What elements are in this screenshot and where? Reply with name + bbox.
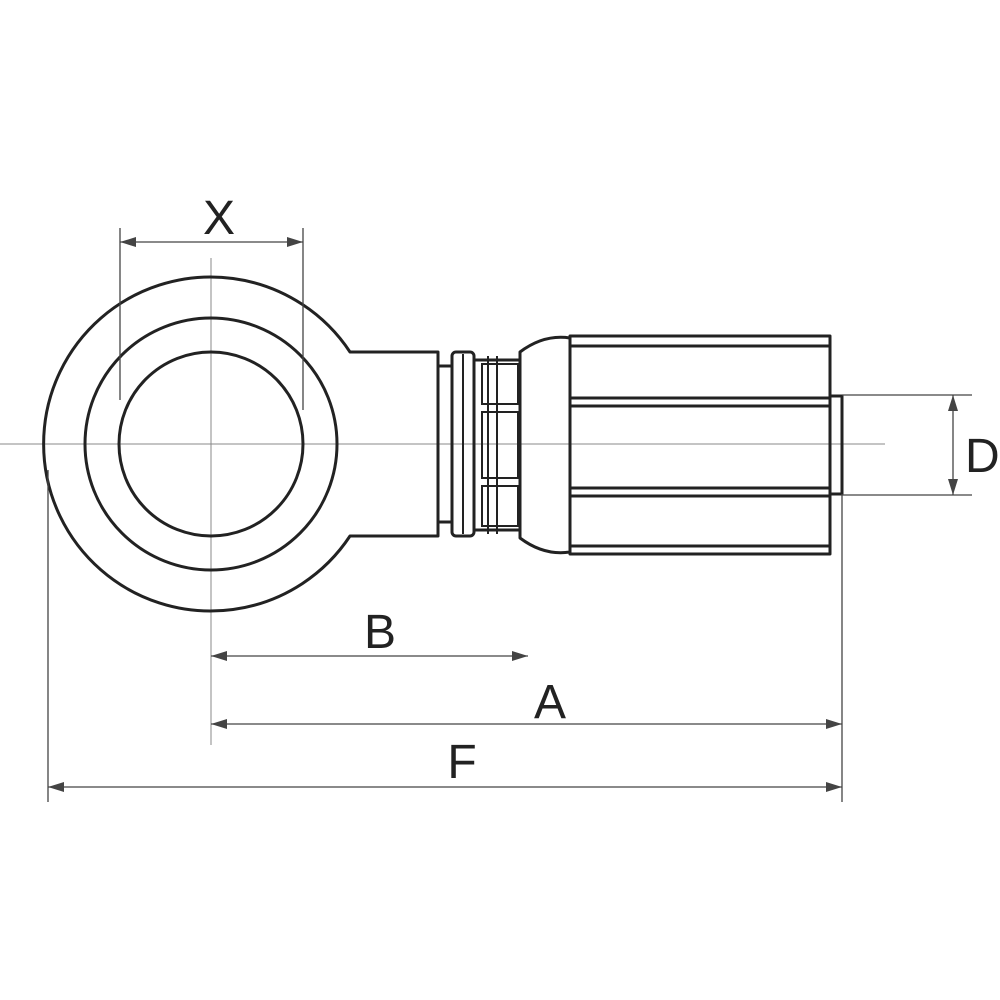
ferrule	[472, 356, 522, 534]
dim-x-arrow-right	[287, 237, 303, 247]
collar-rings	[436, 350, 476, 538]
banjo-outer-outline	[42, 275, 440, 613]
extension-lines	[47, 228, 972, 802]
banjo-middle-ring	[83, 316, 339, 572]
hex-body	[568, 334, 832, 556]
dimension-d: D	[948, 395, 1000, 495]
dim-f-arrow-right	[826, 782, 842, 792]
dimension-b: B	[211, 606, 528, 661]
dim-x-arrow-left	[120, 237, 136, 247]
dim-x-label: X	[203, 192, 235, 245]
dim-f-label: F	[447, 736, 476, 789]
dimension-x: X	[120, 192, 303, 247]
dim-f-arrow-left	[48, 782, 64, 792]
dim-d-label: D	[965, 430, 1000, 483]
dimension-f: F	[48, 736, 842, 792]
center-lines	[0, 258, 885, 745]
dim-b-arrow-left	[211, 651, 227, 661]
ferrule-segment-middle	[481, 411, 519, 479]
dim-d-arrow-bottom	[948, 479, 958, 495]
banjo-bore	[117, 350, 305, 538]
banjo-eye	[42, 275, 440, 613]
dim-a-label: A	[534, 676, 566, 729]
dim-a-arrow-left	[211, 719, 227, 729]
ferrule-shoulder	[518, 335, 572, 555]
hex-outline	[568, 334, 832, 556]
dim-a-arrow-right	[826, 719, 842, 729]
dim-b-arrow-right	[512, 651, 528, 661]
ferrule-segment-bottom	[481, 485, 519, 527]
dimension-a: A	[211, 676, 842, 729]
dim-d-arrow-top	[948, 395, 958, 411]
hose-end-stub	[828, 394, 844, 496]
dim-b-label: B	[364, 606, 396, 659]
ferrule-segment-top	[481, 363, 519, 405]
